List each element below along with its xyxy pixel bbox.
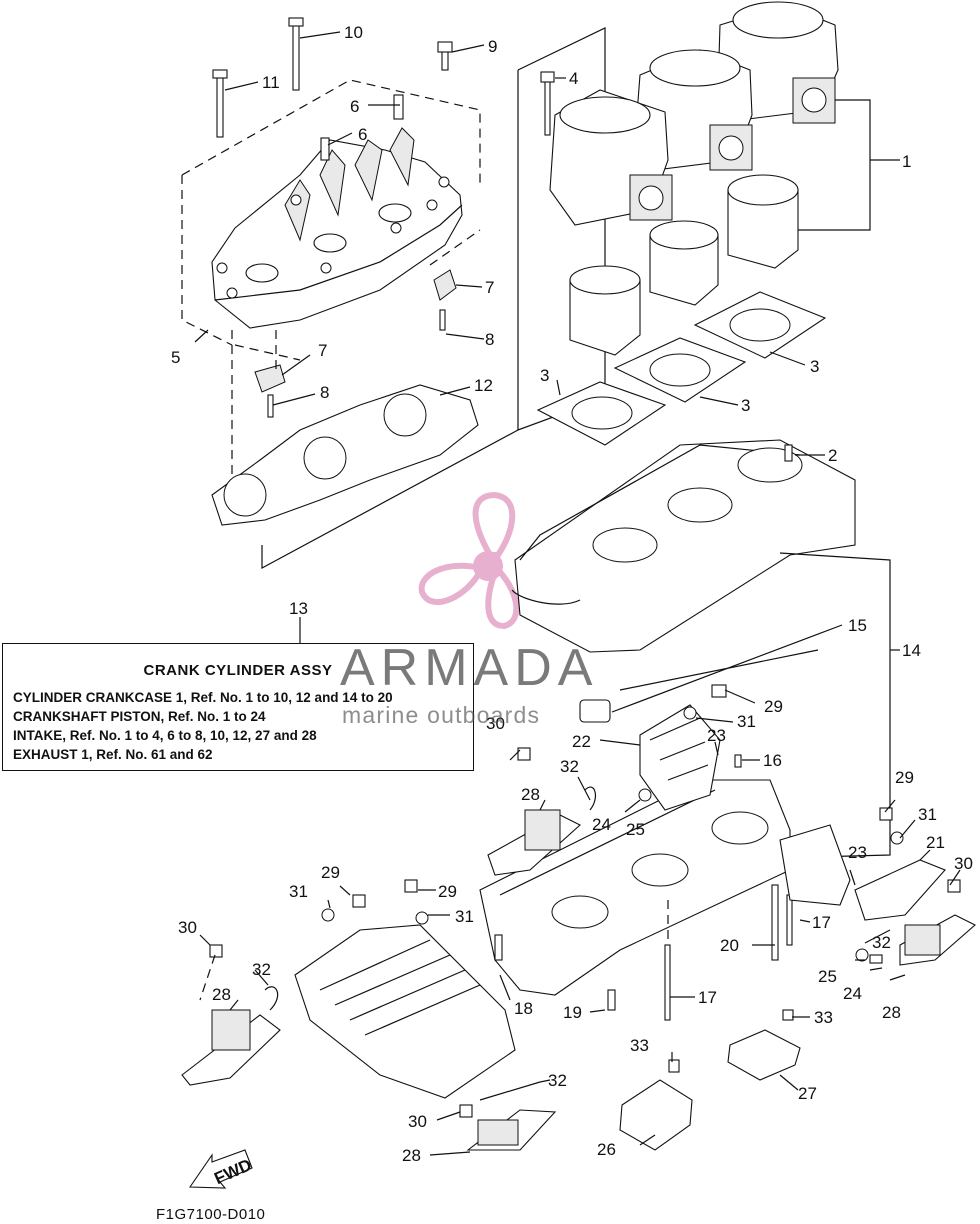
callout-7: 7	[485, 278, 494, 297]
callout-29: 29	[438, 882, 457, 901]
callout-31: 31	[737, 712, 756, 731]
callout-32: 32	[560, 757, 579, 776]
callout-32: 32	[252, 960, 271, 979]
callout-19: 19	[563, 1003, 582, 1022]
head-gasket	[211, 384, 479, 526]
callout-3: 3	[741, 396, 750, 415]
pistons	[569, 174, 799, 356]
callout-3: 3	[810, 357, 819, 376]
callout-20: 20	[720, 936, 739, 955]
callout-29: 29	[321, 863, 340, 882]
callout-27: 27	[798, 1084, 817, 1103]
callout-31: 31	[918, 805, 937, 824]
upper-crankcase	[511, 439, 891, 859]
assembly-line: EXHAUST 1, Ref. No. 61 and 62	[13, 747, 213, 762]
callout-28: 28	[402, 1146, 421, 1165]
callout-23: 23	[707, 726, 726, 745]
callout-25: 25	[818, 967, 837, 986]
callout-23: 23	[848, 843, 867, 862]
callout-13: 13	[289, 599, 308, 618]
callout-30: 30	[486, 714, 505, 733]
diagram-reference-code: F1G7100-D010	[156, 1206, 266, 1223]
callout-3: 3	[540, 366, 549, 385]
callout-6: 6	[358, 125, 367, 144]
callout-16: 16	[763, 751, 782, 770]
callout-30: 30	[408, 1112, 427, 1131]
callout-9: 9	[488, 37, 497, 56]
callout-5: 5	[171, 348, 180, 367]
assembly-title: CRANK CYLINDER ASSY	[143, 662, 333, 679]
callout-25: 25	[626, 820, 645, 839]
callout-30: 30	[178, 918, 197, 937]
assembly-line: CYLINDER CRANKCASE 1, Ref. No. 1 to 10, …	[13, 690, 393, 705]
assembly-line: CRANKSHAFT PISTON, Ref. No. 1 to 24	[13, 709, 266, 724]
callout-2: 2	[828, 446, 837, 465]
leader-lines	[194, 31, 961, 1156]
callout-8: 8	[485, 330, 494, 349]
callout-24: 24	[843, 984, 862, 1003]
lower-crankcase	[479, 779, 793, 1021]
callout-28: 28	[521, 785, 540, 804]
callout-21: 21	[926, 833, 945, 852]
callout-28: 28	[212, 985, 231, 1004]
base-gaskets	[536, 291, 827, 446]
callout-17: 17	[812, 913, 831, 932]
callout-12: 12	[474, 376, 493, 395]
callout-32: 32	[548, 1071, 567, 1090]
callout-10: 10	[344, 23, 363, 42]
left-mounts	[181, 747, 597, 1086]
assembly-line: INTAKE, Ref. No. 1 to 4, 6 to 8, 10, 12,…	[13, 728, 317, 743]
covers	[619, 1009, 801, 1151]
callout-14: 14	[902, 641, 921, 660]
callout-31: 31	[289, 882, 308, 901]
callout-labels: 1 2 3 3 3 4 5 6 6 7 7 8 8 9 10 11 12 13 …	[171, 23, 973, 1165]
right-mounts	[779, 807, 976, 966]
callout-7: 7	[318, 341, 327, 360]
forward-direction-arrow: FWD	[188, 1149, 255, 1189]
callout-8: 8	[320, 383, 329, 402]
callout-24: 24	[592, 815, 611, 834]
watermark-brand: ARMADA	[340, 639, 599, 697]
callout-26: 26	[597, 1140, 616, 1159]
callout-4: 4	[569, 69, 578, 88]
callout-22: 22	[572, 732, 591, 751]
callout-11: 11	[262, 73, 280, 92]
callout-32: 32	[872, 933, 891, 952]
callout-29: 29	[764, 697, 783, 716]
assembly-info-box: CRANK CYLINDER ASSY CYLINDER CRANKCASE 1…	[2, 643, 474, 771]
callout-29: 29	[895, 768, 914, 787]
callout-28: 28	[882, 1003, 901, 1022]
callout-31: 31	[455, 907, 474, 926]
watermark-tagline: marine outboards	[342, 702, 541, 728]
cylinder-head-group	[181, 17, 481, 480]
callout-33: 33	[630, 1036, 649, 1055]
cylinder-group	[261, 1, 871, 570]
callout-1: 1	[902, 152, 911, 171]
callout-33: 33	[814, 1008, 833, 1027]
callout-6: 6	[350, 97, 359, 116]
armada-propeller-logo	[418, 491, 520, 630]
callout-30: 30	[954, 854, 973, 873]
callout-15: 15	[848, 616, 867, 635]
callout-17: 17	[698, 988, 717, 1007]
callout-18: 18	[514, 999, 533, 1018]
oil-seal-and-reed-valve	[579, 684, 742, 811]
intake-manifold	[294, 879, 557, 1151]
